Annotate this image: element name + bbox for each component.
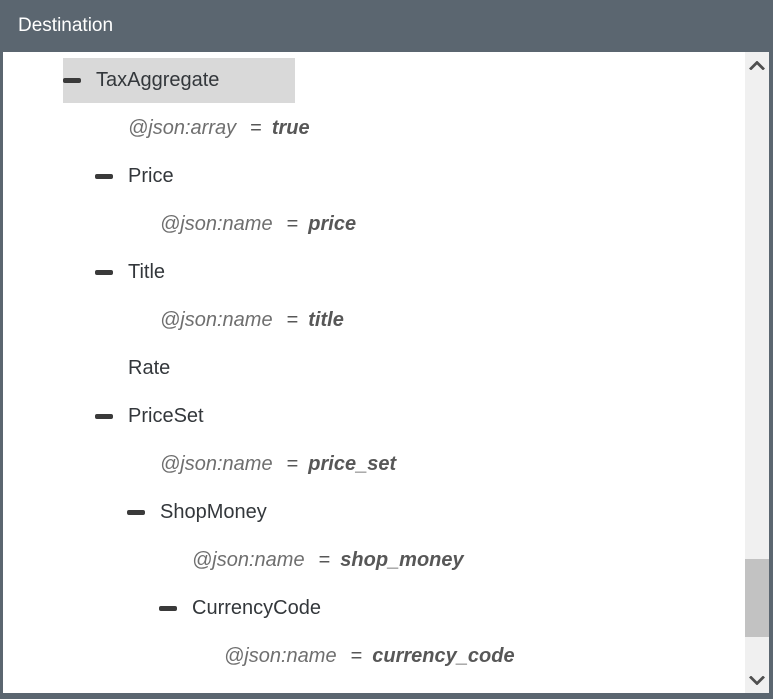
vertical-scrollbar[interactable]	[745, 52, 769, 693]
collapse-icon[interactable]	[95, 173, 113, 179]
tree-attribute-row: @json:name = currency_code	[3, 632, 769, 680]
tree-node-row: CurrencyCode	[3, 584, 769, 632]
attribute-name: @json:name	[192, 548, 305, 571]
tree-attribute-row: @json:name = shop_money	[3, 536, 769, 584]
attribute-value: true	[271, 116, 310, 139]
tree-node-row: Title	[3, 248, 769, 296]
tree-node[interactable]: ShopMoney	[127, 490, 267, 535]
expand-state-slot	[127, 509, 160, 515]
node-label[interactable]: Rate	[128, 356, 171, 379]
attribute-value: currency_code	[372, 644, 515, 667]
tree-node[interactable]: CurrencyCode	[159, 586, 321, 631]
attribute-name: @json:name	[224, 644, 337, 667]
equals-sign: =	[250, 116, 262, 139]
expand-state-slot	[95, 173, 128, 179]
attribute-value: price_set	[308, 452, 397, 475]
collapse-icon[interactable]	[159, 605, 177, 611]
tree-node[interactable]: Title	[95, 250, 165, 295]
tree-node-row: Rate	[3, 344, 769, 392]
attribute-value: price	[308, 212, 357, 235]
node-label[interactable]: ShopMoney	[160, 500, 267, 523]
chevron-down-icon	[749, 675, 765, 685]
tree-attribute-row: @json:name = price	[3, 200, 769, 248]
attribute-name: @json:array	[128, 116, 237, 139]
attribute-name: @json:name	[160, 452, 273, 475]
scroll-up-button[interactable]	[745, 52, 769, 78]
panel-header: Destination	[0, 0, 773, 52]
expand-state-slot	[159, 605, 192, 611]
tree-node[interactable]: TaxAggregate	[63, 57, 295, 103]
tree-node[interactable]: Rate	[95, 346, 170, 391]
scroll-down-button[interactable]	[745, 667, 769, 693]
tree-attribute-row: @json:name = title	[3, 296, 769, 344]
attribute-name: @json:name	[160, 308, 273, 331]
equals-sign: =	[286, 308, 299, 331]
equals-sign: =	[350, 644, 363, 667]
collapse-icon[interactable]	[95, 269, 113, 275]
attribute-value: title	[308, 308, 344, 331]
attribute-value: shop_money	[340, 548, 464, 571]
node-label[interactable]: Price	[128, 164, 174, 187]
node-label[interactable]: TaxAggregate	[96, 68, 220, 91]
collapse-icon[interactable]	[127, 509, 145, 515]
node-label[interactable]: PriceSet	[128, 404, 204, 427]
tree-node-row: PriceSet	[3, 392, 769, 440]
chevron-up-icon	[749, 60, 765, 70]
attribute-name: @json:name	[160, 212, 273, 235]
tree-node-row: TaxAggregate	[3, 56, 769, 104]
equals-sign: =	[286, 452, 299, 475]
collapse-icon[interactable]	[95, 413, 113, 419]
tree-node[interactable]: PriceSet	[95, 394, 204, 439]
panel-title: Destination	[18, 15, 114, 36]
tree-attribute-row: @json:array = true	[3, 104, 769, 152]
scrollbar-thumb[interactable]	[745, 559, 769, 637]
tree-node[interactable]: Price	[95, 154, 174, 199]
equals-sign: =	[318, 548, 331, 571]
expand-state-slot	[63, 77, 96, 83]
collapse-icon[interactable]	[63, 77, 81, 83]
node-label[interactable]: Title	[128, 260, 166, 283]
expand-state-slot	[95, 413, 128, 419]
tree-node-row: ShopMoney	[3, 488, 769, 536]
node-label[interactable]: CurrencyCode	[192, 596, 321, 619]
equals-sign: =	[286, 212, 299, 235]
expand-state-slot	[95, 269, 128, 275]
tree-attribute-row: @json:name = price_set	[3, 440, 769, 488]
tree-node-row: Price	[3, 152, 769, 200]
